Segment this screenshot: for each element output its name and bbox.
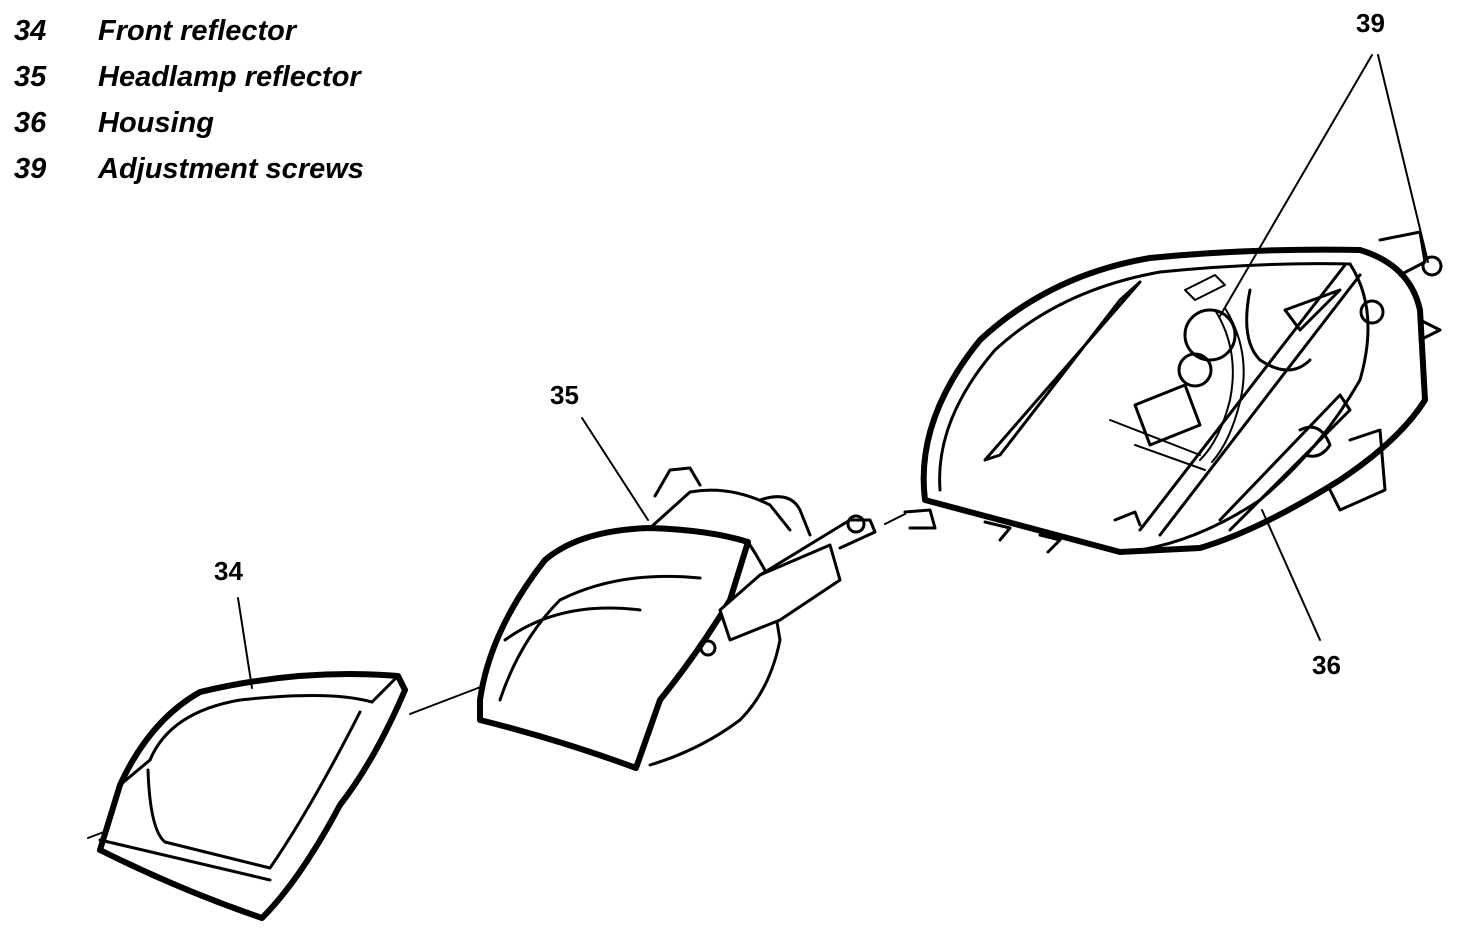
legend-row-front-reflector: 34 Front reflector	[14, 8, 364, 54]
legend-number: 35	[14, 60, 47, 93]
legend-number: 34	[14, 14, 47, 47]
callout-36: 36	[1312, 650, 1341, 680]
callout-35: 35	[550, 380, 579, 410]
leader-lines	[237, 54, 1429, 689]
legend-label: Housing	[98, 106, 214, 139]
legend-label: Front reflector	[98, 14, 297, 47]
legend-number: 39	[14, 152, 47, 185]
parts-legend: 34 Front reflector 35 Headlamp reflector…	[14, 8, 364, 192]
legend-number: 36	[14, 106, 47, 139]
headlamp-reflector-part	[477, 466, 877, 771]
legend-row-housing: 36 Housing	[14, 100, 364, 146]
front-reflector-part	[97, 671, 408, 921]
legend-row-adjustment-screws: 39 Adjustment screws	[14, 146, 364, 192]
housing-part	[903, 230, 1443, 555]
legend-label: Headlamp reflector	[98, 60, 361, 93]
legend-row-headlamp-reflector: 35 Headlamp reflector	[14, 54, 364, 100]
legend-label: Adjustment screws	[98, 152, 364, 185]
callout-39: 39	[1356, 8, 1385, 38]
callout-34: 34	[214, 556, 243, 586]
